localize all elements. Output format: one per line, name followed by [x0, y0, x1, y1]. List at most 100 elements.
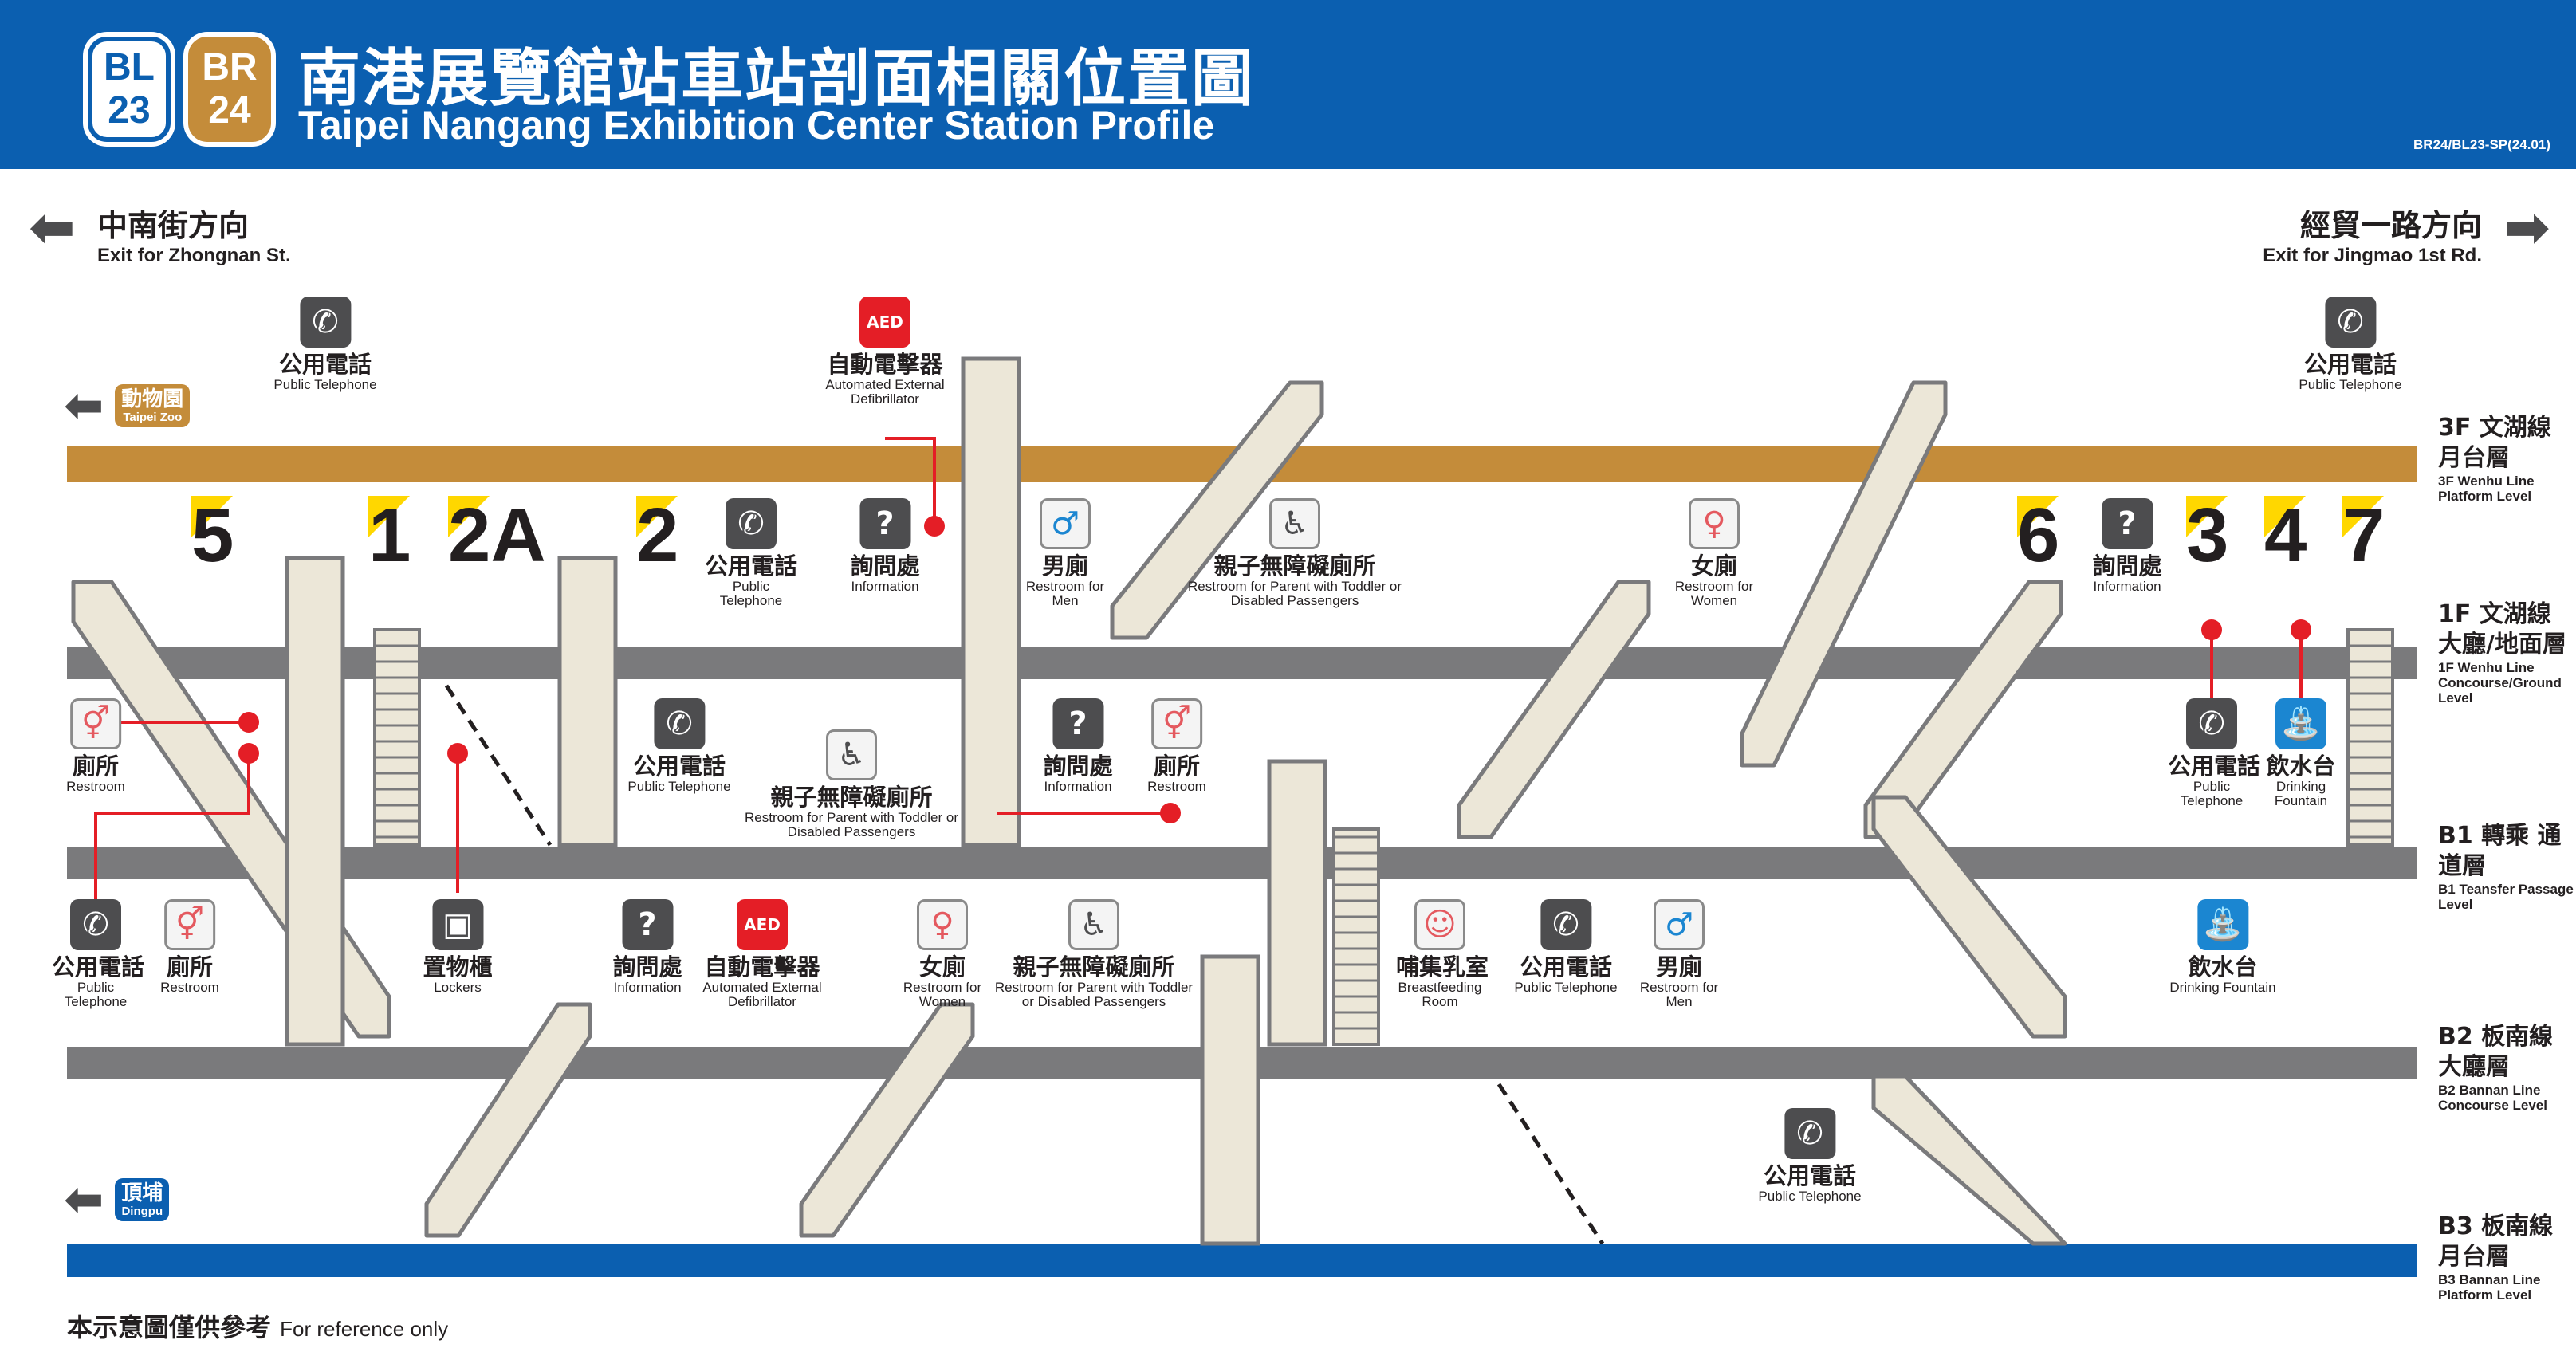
elevator-shaft-2a [557, 556, 618, 847]
arrow-right-icon: ➡ [2503, 195, 2550, 260]
stairs-1f-b1-right [2346, 628, 2394, 847]
information-icon: ? [859, 498, 910, 549]
stairs-b1-b2-mid [1332, 827, 1380, 1046]
floor-slab-b1 [67, 847, 2417, 879]
family-restroom-icon: ♿ [1068, 899, 1119, 950]
line-badge-br24: BR 24 [188, 37, 271, 142]
telephone-icon: ✆ [2186, 698, 2237, 749]
destination-name: 動物園 [121, 387, 184, 411]
telephone-icon: ✆ [654, 698, 705, 749]
escalator-b1-b2-right [1871, 795, 2067, 1039]
destination-dingpu: ⬅ 頂埔 Dingpu [64, 1172, 170, 1228]
telephone-icon: ✆ [300, 297, 351, 348]
exit-number-1: 1 [368, 493, 411, 578]
destination-name: 頂埔 [121, 1181, 163, 1205]
telephone-icon: ✆ [726, 498, 777, 549]
elevator-shaft-b1-b2 [1267, 759, 1327, 1047]
locker-icon: ▣ [431, 899, 483, 950]
marker-dot [1160, 803, 1181, 823]
escalator-b2-b3-left [424, 1002, 592, 1238]
women-restroom-icon: ♀ [917, 899, 968, 950]
telephone-icon: ✆ [1540, 899, 1591, 950]
destination-name-en: Dingpu [121, 1205, 163, 1218]
exit-number-3: 3 [2186, 493, 2229, 578]
document-code: BR24/BL23-SP(24.01) [2413, 137, 2550, 152]
drinking-fountain-icon: ⛲ [2197, 899, 2248, 950]
women-restroom-icon: ♀ [1689, 498, 1740, 549]
header-banner: BL 23 BR 24 南港展覽館站車站剖面相關位置圖 Taipei Nanga… [0, 0, 2576, 169]
marker-dot [2291, 619, 2311, 640]
marker-dot [238, 743, 259, 764]
stairs-descent-lines [444, 684, 1605, 1245]
reference-note: 本示意圖僅供參考 For reference only [67, 1307, 448, 1344]
aed-icon: AED [737, 899, 788, 950]
line-code-top: BL [104, 46, 155, 88]
reference-note-en: For reference only [280, 1317, 449, 1341]
exit-direction-label-en: Exit for Jingmao 1st Rd. [2263, 245, 2482, 266]
telephone-icon: ✆ [70, 899, 121, 950]
destination-name-en: Taipei Zoo [123, 411, 183, 424]
reference-note-zh: 本示意圖僅供參考 [67, 1312, 272, 1342]
elevator-shaft-center [961, 356, 1021, 847]
exit-number-4: 4 [2264, 493, 2307, 578]
page-title-zh: 南港展覽館站車站剖面相關位置圖 [298, 43, 1256, 115]
arrow-left-icon: ⬅ [64, 1172, 104, 1228]
line-code-number: 24 [208, 89, 251, 132]
marker-dot [2201, 619, 2222, 640]
line-code-number: 23 [108, 89, 151, 132]
information-icon: ? [1052, 698, 1103, 749]
escalator-b2-b3-right [1871, 1074, 2067, 1246]
page-title-en: Taipei Nangang Exhibition Center Station… [298, 103, 1215, 147]
escalator-b2-b3-mid [799, 1002, 975, 1238]
exit-number-6: 6 [2017, 493, 2060, 578]
marker-line [885, 437, 936, 526]
family-restroom-icon: ♿ [826, 729, 877, 780]
exit-number-2: 2 [636, 493, 679, 578]
aed-icon: AED [859, 297, 910, 348]
escalator-1f-b1-mid [1457, 580, 1651, 839]
restroom-icon: ⚥ [70, 698, 121, 749]
marker-line [94, 753, 250, 901]
marker-dot [238, 712, 259, 733]
destination-badge: 動物園 Taipei Zoo [115, 384, 191, 427]
breastfeeding-icon: ☺ [1414, 899, 1465, 950]
line-badge-bl23: BL 23 [88, 37, 171, 142]
line-code-top: BR [202, 46, 258, 88]
information-icon: ? [621, 899, 673, 950]
exit-number-7: 7 [2342, 493, 2385, 578]
escalator-3f-1f [1110, 380, 1324, 640]
exit-number-5: 5 [191, 493, 234, 578]
exit-direction-left: 中南街方向 Exit for Zhongnan St. [97, 201, 291, 267]
family-restroom-icon: ♿ [1269, 498, 1320, 549]
telephone-icon: ✆ [1784, 1108, 1835, 1159]
telephone-icon: ✆ [2325, 297, 2376, 348]
